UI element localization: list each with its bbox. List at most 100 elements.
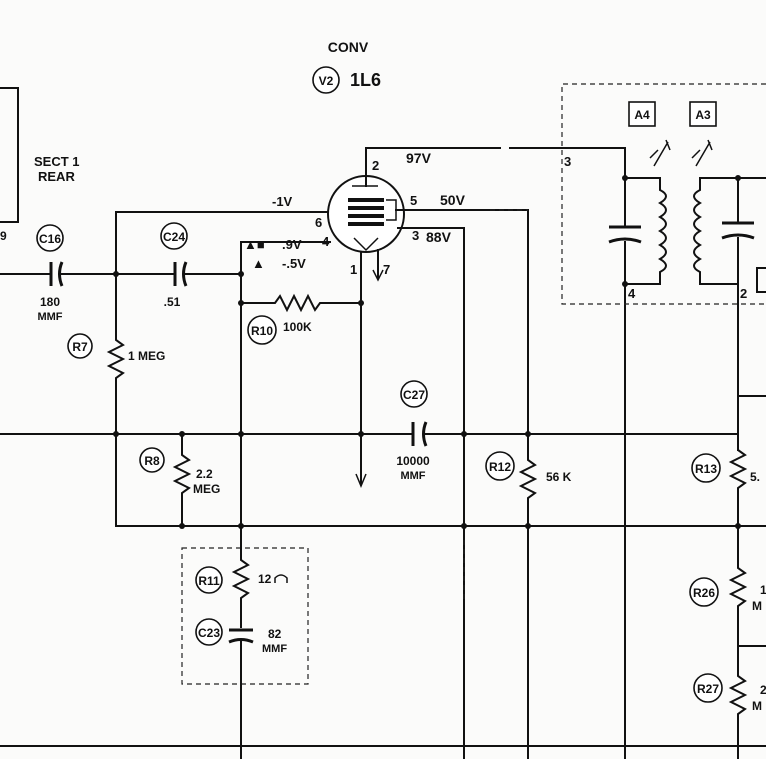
sect1-pin-label: 9 [0, 229, 7, 243]
bus-526 [115, 433, 766, 527]
rear-label: REAR [38, 169, 75, 184]
primary-coil [658, 177, 667, 285]
a3-box [689, 101, 717, 127]
r26-ref-circle [689, 577, 719, 607]
grid-voltage: -1V [272, 194, 293, 209]
plate-wire [365, 147, 626, 179]
r26-unit: M [752, 599, 762, 613]
r12-ref-circle [485, 451, 515, 481]
v2-ref-circle [312, 66, 340, 94]
resistor-r10 [241, 293, 361, 313]
a3-tuning-icon [691, 139, 713, 167]
c23-ref-circle [195, 618, 223, 646]
tube-pin-7: 7 [383, 262, 390, 277]
trans-pin-3: 3 [564, 154, 571, 169]
r8-value: 2.2 [196, 467, 213, 481]
c24-ref: C24 [163, 230, 185, 244]
r7-ref-circle [67, 333, 93, 359]
c24-value: .51 [164, 295, 181, 309]
r27-unit: M [752, 699, 762, 713]
tube-v2 [327, 147, 405, 488]
secondary-capacitor [721, 221, 755, 240]
trans-pin-2: 2 [740, 286, 747, 301]
a4-tuning-icon [649, 139, 671, 167]
r10-ref-circle [247, 315, 277, 345]
primary-wires [624, 177, 661, 285]
tube-pin-2: 2 [372, 158, 379, 173]
r13-value: 5. [750, 470, 760, 484]
r12-value: 56 K [546, 470, 572, 484]
pin3-wire [397, 227, 465, 759]
offpage-box [756, 267, 766, 293]
a4-label: A4 [634, 108, 650, 122]
note-triangle-1: ▲■ [244, 237, 265, 252]
resistor-r11 [231, 526, 251, 628]
r11-c23-box [181, 547, 309, 685]
resistor-r7 [106, 335, 126, 434]
r27-ref-circle [693, 673, 723, 703]
primary-capacitor [608, 225, 642, 244]
capacitor-c16 [49, 261, 64, 287]
secondary-wires [699, 177, 766, 285]
right-wire [737, 303, 766, 451]
c27-unit: MMF [400, 470, 425, 482]
tube-pin-5: 5 [410, 193, 417, 208]
r11-value: 12 [258, 572, 272, 586]
c16-ref-circle [36, 224, 64, 252]
secondary-coil [693, 177, 739, 305]
tube-type: 1L6 [350, 70, 381, 90]
resistor-r12 [518, 434, 538, 526]
ohm-icon [274, 574, 288, 583]
r26-ref: R26 [693, 586, 715, 600]
r11-ref: R11 [198, 574, 220, 588]
c27-ref-circle [400, 380, 428, 408]
pin3-voltage: 88V [426, 229, 452, 245]
tube-designator: V2 [319, 74, 334, 88]
note-triangle-2: ▲ [252, 256, 265, 271]
c23-unit: MMF [262, 643, 287, 655]
tube-pin-3: 3 [412, 228, 419, 243]
r11-ref-circle [195, 566, 223, 594]
sect1-rear-box [0, 87, 19, 223]
c23-value: 82 [268, 627, 282, 641]
tube-pin-1: 1 [350, 262, 357, 277]
c23-ref: C23 [198, 626, 220, 640]
grid-wire [115, 211, 331, 336]
c27-value: 10000 [396, 454, 430, 468]
resistor-r8 [172, 434, 192, 526]
capacitor-c24 [173, 261, 188, 287]
resistor-r13 [728, 449, 748, 526]
r27-ref: R27 [697, 682, 719, 696]
r8-ref-circle [139, 447, 165, 473]
r12-ref: R12 [489, 460, 511, 474]
tube-pin-6: 6 [315, 215, 322, 230]
c24-ref-circle [160, 222, 188, 250]
r13-ref: R13 [695, 462, 717, 476]
r26-value: 1 [760, 583, 766, 597]
r10-value: 100K [283, 320, 312, 334]
sect1-label: SECT 1 [34, 154, 80, 169]
screen-voltage: 50V [440, 192, 466, 208]
voltage-note2: -.5V [282, 256, 306, 271]
r8-unit: MEG [193, 482, 220, 496]
r13-ref-circle [691, 453, 721, 483]
capacitor-c23 [228, 628, 254, 644]
tube-pin-4: 4 [322, 234, 330, 249]
c16-value: 180 [40, 295, 60, 309]
tube-title: CONV [328, 39, 369, 55]
r7-ref: R7 [72, 340, 88, 354]
r8-ref: R8 [144, 454, 160, 468]
r27-value: 2 [760, 683, 766, 697]
plate-voltage: 97V [406, 150, 432, 166]
r10-ref: R10 [251, 324, 273, 338]
transformer-box [561, 83, 766, 305]
a3-label: A3 [695, 108, 711, 122]
c16-ref: C16 [39, 232, 61, 246]
trans-pin-4: 4 [628, 286, 636, 301]
a4-box [628, 101, 656, 127]
r7-value: 1 MEG [128, 349, 165, 363]
voltage-note1: .9V [282, 237, 302, 252]
c16-unit: MMF [37, 311, 62, 323]
